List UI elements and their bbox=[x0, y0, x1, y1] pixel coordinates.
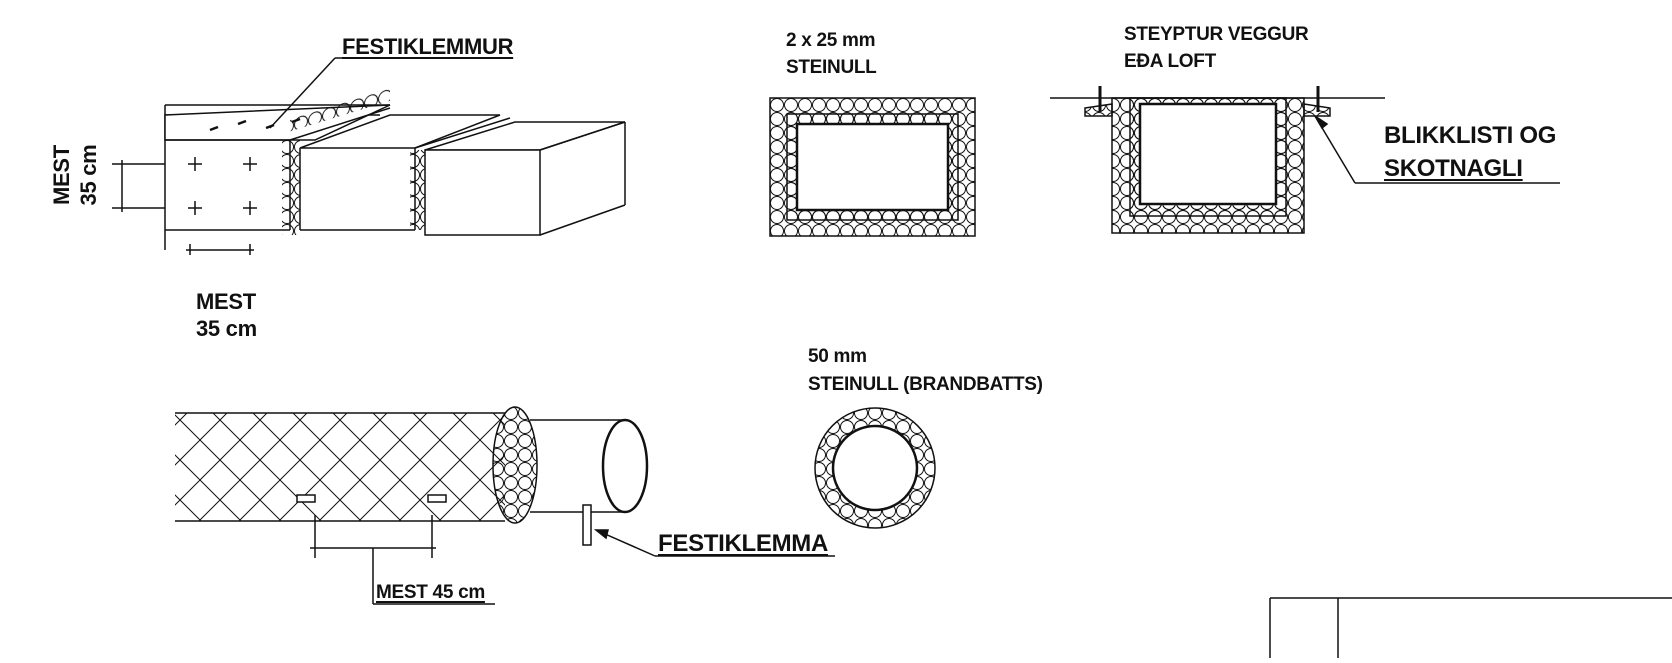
steyptur-veggur-label: STEYPTUR VEGGUR bbox=[1124, 24, 1309, 45]
festiklemma-label: FESTIKLEMMA bbox=[658, 530, 829, 557]
round-duct-side-view bbox=[175, 406, 835, 605]
steinull-25-label: STEINULL bbox=[786, 57, 877, 78]
mest-35-vertical-label: MEST 35 cm bbox=[48, 135, 102, 215]
rect-duct-iso-view bbox=[112, 57, 626, 255]
mest-45-label: MEST 45 cm bbox=[376, 582, 485, 603]
eda-loft-label: EÐA LOFT bbox=[1124, 51, 1216, 72]
steinull-50-label: STEINULL (BRANDBATTS) bbox=[808, 374, 1043, 395]
blikklisti-og-label: BLIKKLISTI OG bbox=[1384, 122, 1557, 149]
title-block-corner bbox=[1269, 597, 1672, 658]
festiklemmur-label: FESTIKLEMMUR bbox=[342, 34, 514, 59]
skotnagli-label: SKOTNAGLI bbox=[1384, 155, 1523, 182]
round-duct-section bbox=[814, 407, 936, 529]
mest-35-vertical-text: MEST 35 cm bbox=[49, 144, 101, 206]
mest-35-horizontal-label: MEST 35 cm bbox=[196, 289, 257, 341]
wall-mounted-duct-section bbox=[1050, 86, 1560, 234]
steinull-50-qty-label: 50 mm bbox=[808, 346, 867, 367]
steinull-25-qty-label: 2 x 25 mm bbox=[786, 30, 876, 51]
rect-duct-section bbox=[769, 97, 976, 237]
